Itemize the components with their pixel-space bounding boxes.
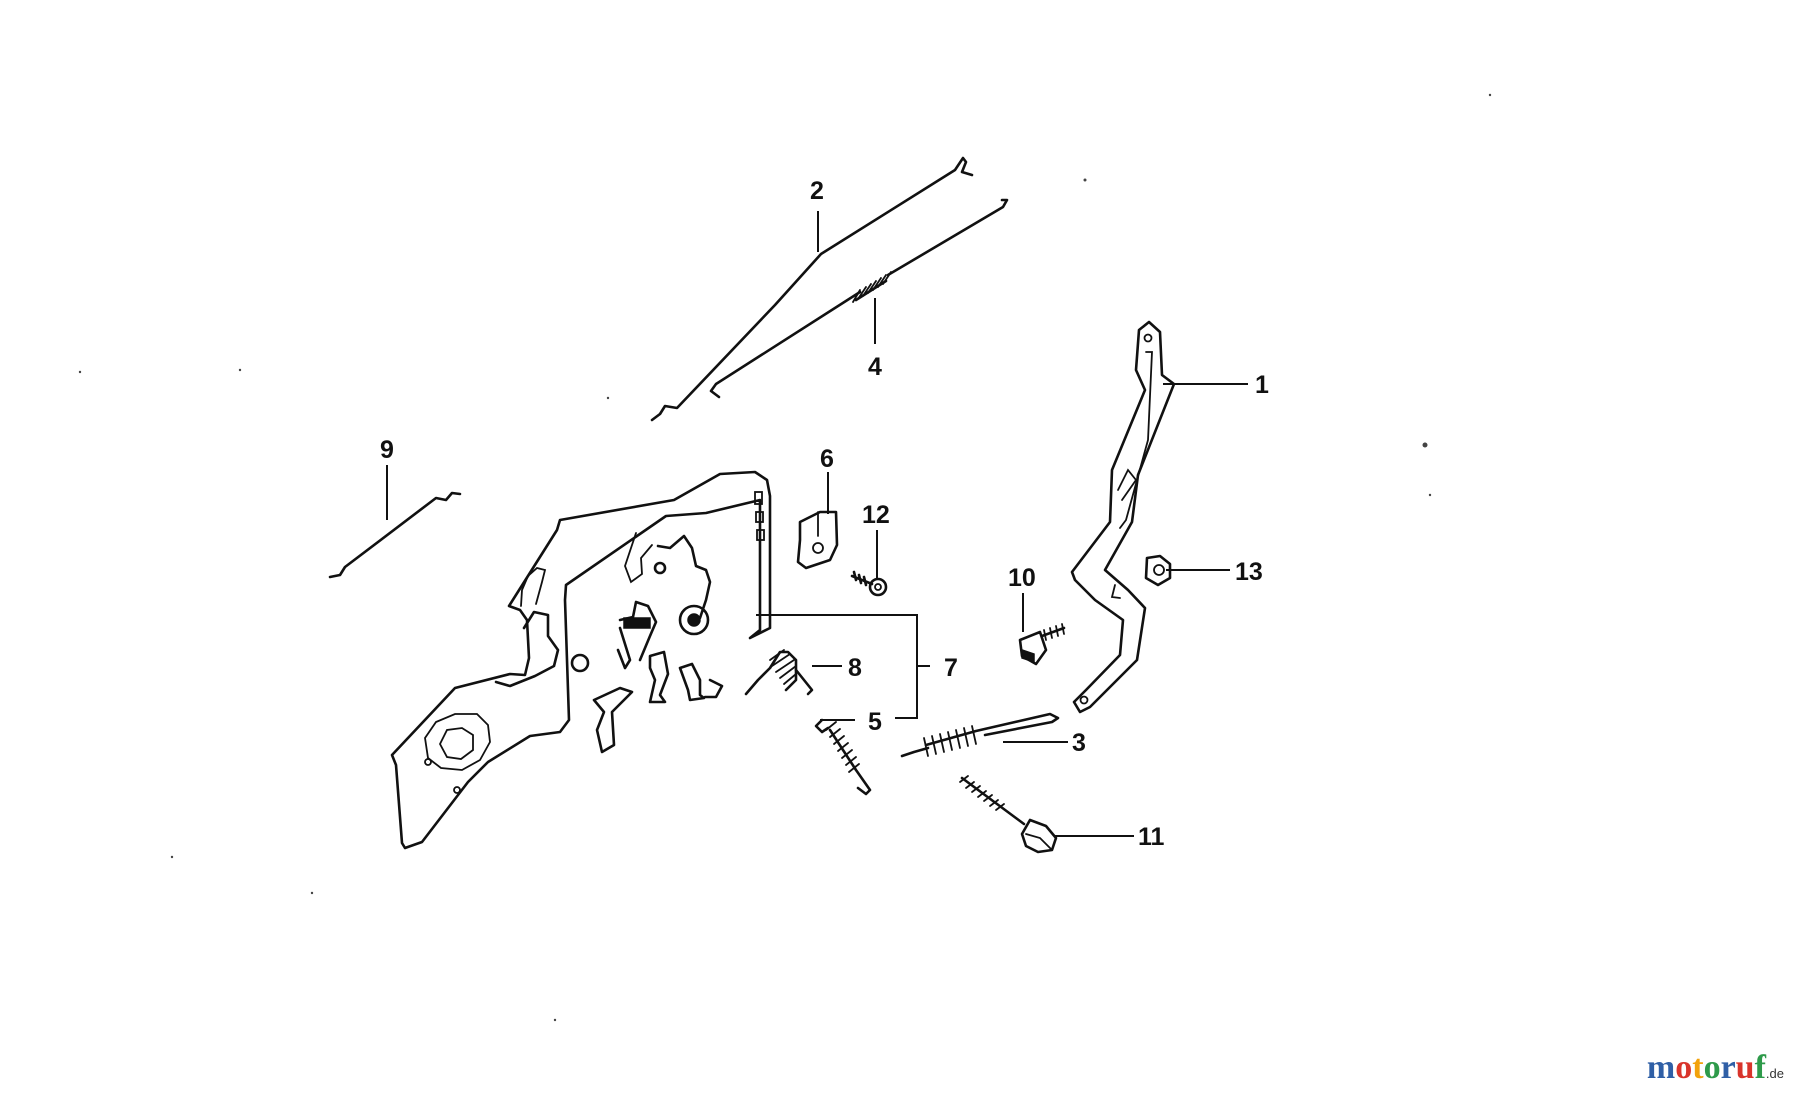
flange-nut: [1144, 554, 1172, 587]
callout-10: 10: [1008, 564, 1036, 592]
governor-spring: [900, 712, 1060, 758]
control-base-plate: [390, 470, 772, 850]
watermark-letter: o: [1703, 1049, 1721, 1086]
watermark-letter: m: [1646, 1049, 1676, 1086]
callout-11: 11: [1138, 823, 1165, 851]
callout-9: 9: [380, 436, 394, 464]
watermark-letter: t: [1692, 1049, 1704, 1086]
watermark-letter: o: [1675, 1049, 1693, 1086]
watermark-letter: u: [1735, 1049, 1755, 1086]
tension-spring-lower: [814, 718, 872, 796]
callout-labels: 1 2 3 4 5 6 7 8 9 10 11 12 13: [380, 177, 1269, 851]
callout-7: 7: [944, 654, 958, 682]
callout-8: 8: [848, 654, 862, 682]
torsion-spring: [744, 649, 814, 696]
spring-rod: [709, 198, 1009, 399]
screw: [850, 570, 888, 597]
governor-arm: [1070, 320, 1176, 714]
governor-rod: [650, 156, 974, 422]
callout-13: 13: [1235, 558, 1263, 586]
watermark-letter: r: [1720, 1049, 1736, 1086]
watermark-letter: f: [1754, 1049, 1766, 1086]
callout-1: 1: [1255, 371, 1269, 399]
watermark-wordmark: motoruf: [1647, 1049, 1766, 1086]
callout-6: 6: [820, 445, 834, 473]
leader-lines: [386, 211, 1248, 837]
choke-rod: [328, 491, 462, 579]
flange-bolt: [959, 775, 1058, 854]
callout-3: 3: [1072, 729, 1086, 757]
choke-clip: [796, 510, 839, 570]
callout-5: 5: [868, 708, 882, 736]
bracket-bolt: [1018, 623, 1066, 666]
leader-7: [756, 614, 930, 719]
watermark-tld: .de: [1765, 1066, 1784, 1081]
callout-12: 12: [862, 501, 890, 529]
callout-2: 2: [810, 177, 824, 205]
callout-4: 4: [868, 353, 882, 381]
motoruf-logo-watermark: motoruf.de: [1647, 1051, 1784, 1085]
scan-specks: [78, 93, 1492, 1022]
